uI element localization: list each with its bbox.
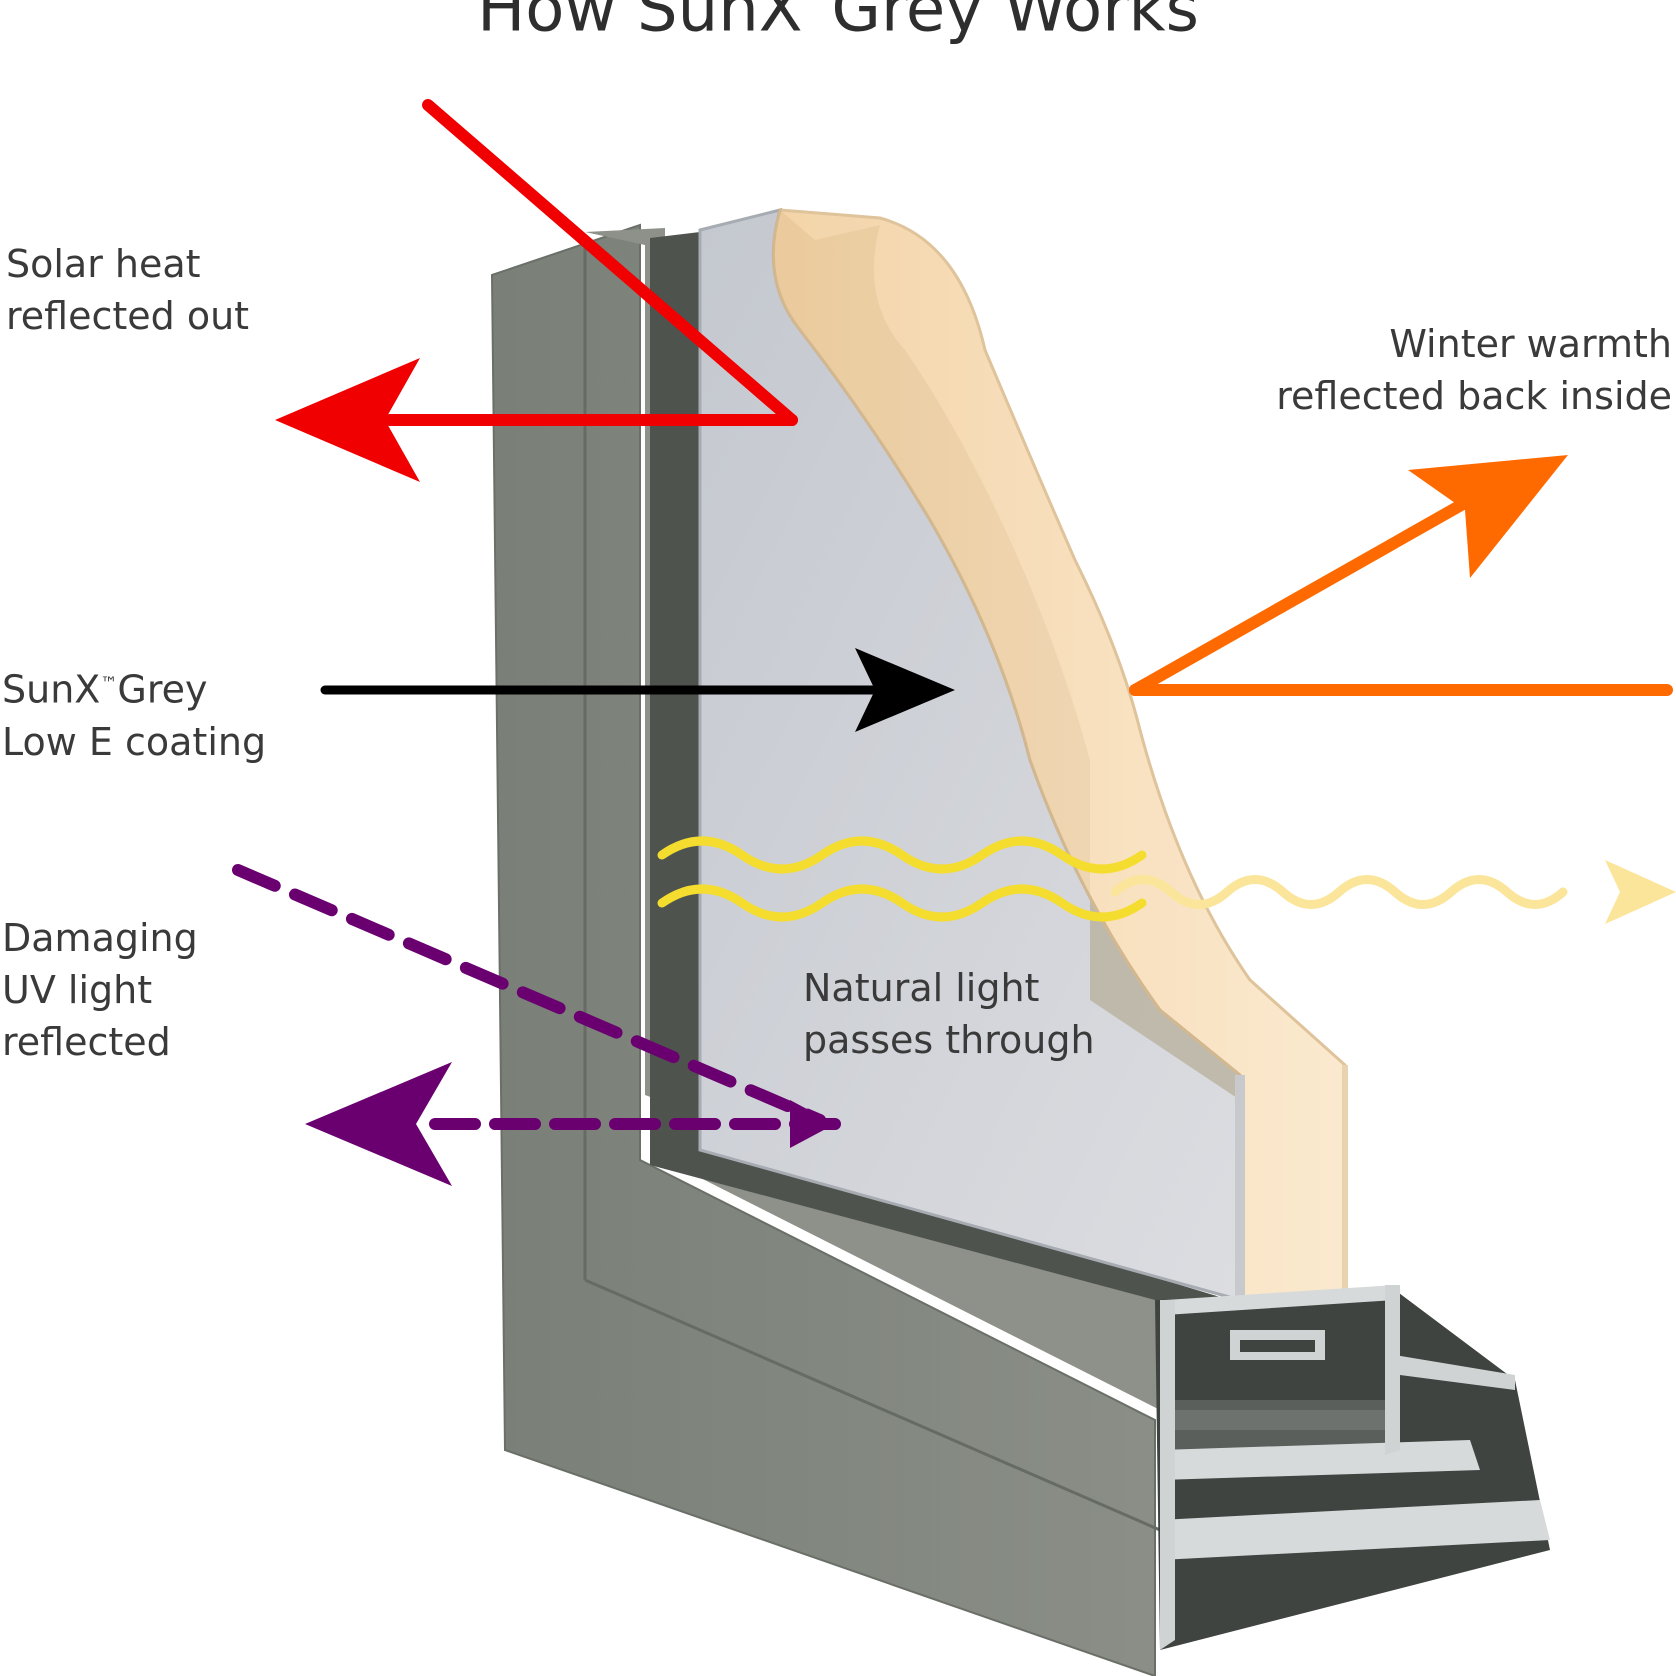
uv-label-line1: Damaging [2, 916, 198, 960]
title-suffix: Grey Works [831, 0, 1199, 47]
solar-heat-label: Solar heat reflected out [6, 238, 249, 342]
natural-light-label-line1: Natural light [803, 966, 1040, 1010]
title-prefix: How SunX [477, 0, 803, 47]
solar-heat-arrow [275, 99, 798, 482]
profile-spacer-bar [1175, 1410, 1385, 1430]
profile-top-rail [1165, 1285, 1395, 1315]
coating-label-line1: SunX™Grey [2, 658, 266, 716]
coating-label-trademark: ™ [100, 674, 118, 694]
diagram-title: How SunX™Grey Works [0, 0, 1676, 41]
winter-warmth-label: Winter warmth reflected back inside [1276, 318, 1672, 422]
light-wave-outside [1110, 860, 1676, 924]
winter-warmth-label-line1: Winter warmth [1389, 322, 1672, 366]
coating-arrow [320, 648, 955, 732]
profile-bottom-flange [1160, 1500, 1550, 1560]
winter-warmth-label-line2: reflected back inside [1276, 374, 1672, 418]
natural-light-label: Natural light passes through [803, 962, 1095, 1066]
profile-outer-wall [1160, 1300, 1175, 1650]
coating-label-suffix: Grey [117, 667, 208, 712]
uv-label: Damaging UV light reflected [2, 912, 198, 1068]
frame-inner-step [585, 228, 1170, 1415]
light-waves [657, 836, 1147, 922]
solar-heat-label-line2: reflected out [6, 294, 250, 338]
coating-label-prefix: SunX [2, 667, 101, 712]
winter-warmth-arrow [1129, 455, 1673, 696]
uv-arrow [232, 864, 841, 1186]
natural-light-label-line2: passes through [803, 1018, 1095, 1062]
coating-label: SunX™Grey Low E coating [2, 658, 266, 768]
profile-glazing-channel [1240, 1340, 1315, 1352]
title-trademark: ™ [803, 0, 832, 15]
solar-heat-label-line1: Solar heat [6, 242, 201, 286]
uv-label-line3: reflected [2, 1020, 171, 1064]
profile-inner-wall [1385, 1285, 1400, 1455]
coating-label-line2: Low E coating [2, 719, 267, 764]
profile-fin [1395, 1355, 1515, 1390]
frame-groove-horizontal [584, 1278, 1161, 1532]
uv-label-line2: UV light [2, 968, 153, 1012]
